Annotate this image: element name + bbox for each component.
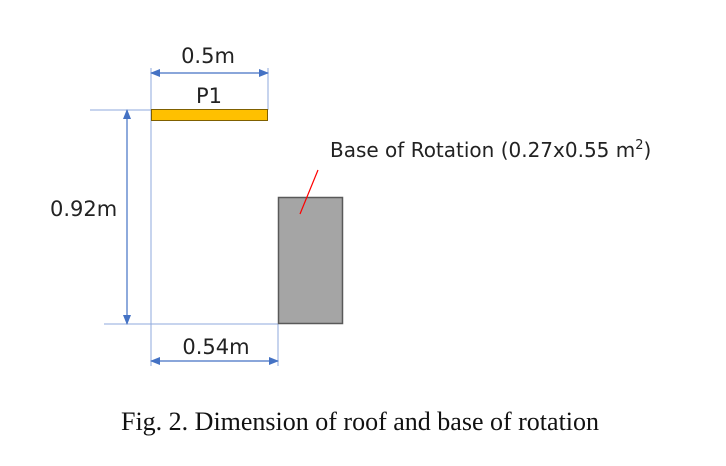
panel-label: P1 xyxy=(196,84,222,108)
panel-p1 xyxy=(151,109,268,121)
top-dimension-label: 0.5m xyxy=(181,44,235,68)
bottom-dimension-label: 0.54m xyxy=(182,335,249,359)
base-label: Base of Rotation (0.27x0.55 m2) xyxy=(330,138,651,162)
figure-caption: Fig. 2. Dimension of roof and base of ro… xyxy=(121,407,599,436)
base-of-rotation xyxy=(277,196,344,325)
dimension-arrows xyxy=(123,69,279,365)
height-dimension-label: 0.92m xyxy=(50,197,117,221)
leader-line xyxy=(299,169,319,215)
